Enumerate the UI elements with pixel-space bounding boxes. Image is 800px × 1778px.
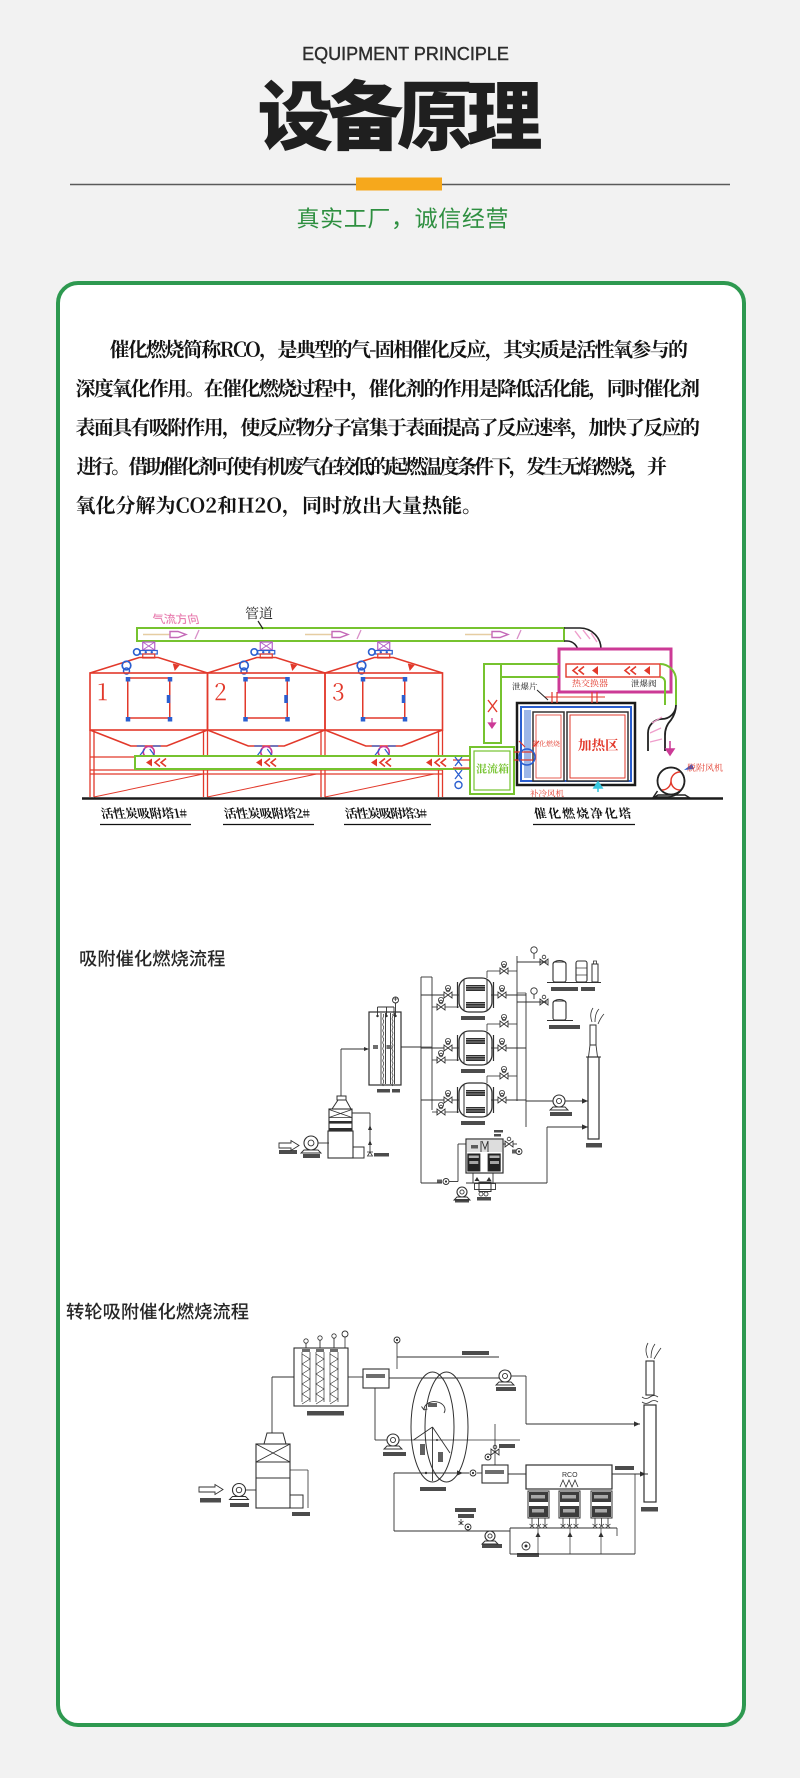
svg-text:RCO: RCO xyxy=(562,1472,578,1479)
